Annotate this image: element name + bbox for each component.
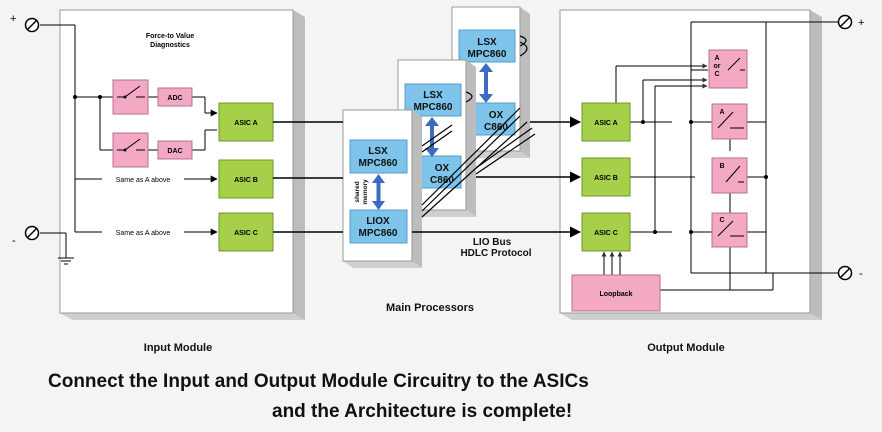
lio-bus-label-line1: LIO Bus	[473, 237, 512, 248]
input-plus-terminal	[24, 17, 40, 33]
liox-processor	[349, 209, 408, 244]
input-switch-bottom	[112, 132, 149, 168]
bus-connections	[273, 116, 582, 238]
lsx-processor	[349, 139, 408, 174]
input-asic-b-label: ASIC B	[234, 177, 258, 184]
input-minus-label: -	[12, 235, 16, 247]
switch-a-or-c-label-1: A	[714, 55, 719, 62]
shared-memory-label-1: shared	[354, 181, 361, 202]
input-asic-c-label: ASIC C	[234, 230, 258, 237]
output-asic-a	[581, 102, 631, 142]
cross-links	[421, 35, 536, 218]
output-module-title: Output Module	[647, 342, 725, 354]
same-as-a-label-c: Same as A above	[116, 230, 171, 237]
liox-label-line1: LIOX	[366, 216, 390, 227]
lsx-label-line2: MPC860	[359, 158, 398, 169]
diagram-canvas: Force-to Value Diagnostics ADC DAC ASIC …	[10, 6, 864, 354]
switch-a-or-c-label-2: or	[714, 63, 721, 70]
liox-label-line2: MPC860	[359, 228, 398, 239]
switch-a-or-c-label-3: C	[714, 71, 719, 78]
lio-bus-label-line2: HDLC Protocol	[460, 248, 531, 259]
output-plus-label: +	[858, 17, 864, 29]
back-ox-label-line1: OX	[489, 110, 504, 121]
diagnostics-title-line1: Force-to Value	[146, 33, 194, 40]
dac-block	[157, 140, 193, 160]
shared-memory-label-2: memory	[362, 179, 369, 205]
output-switch-a	[711, 103, 748, 140]
input-asic-a	[218, 102, 274, 142]
output-minus-terminal	[837, 265, 853, 281]
main-processors-title: Main Processors	[386, 302, 474, 314]
diagnostics-title-line2: Diagnostics	[150, 42, 190, 49]
loopback-block	[571, 274, 661, 312]
input-plus-label: +	[10, 13, 16, 25]
middle-lsx-label-line1: LSX	[423, 90, 443, 101]
switch-a-label: A	[719, 109, 724, 116]
input-module-title: Input Module	[144, 342, 212, 354]
loopback-label: Loopback	[599, 291, 632, 298]
middle-ox-label-line2: C860	[430, 175, 454, 186]
back-ox-label-line2: C860	[484, 122, 508, 133]
output-asic-a-label: ASIC A	[594, 120, 617, 127]
output-minus-label: -	[859, 268, 863, 280]
output-asic-b-label: ASIC B	[594, 175, 618, 182]
output-wiring	[601, 21, 838, 291]
output-switch-a-or-c	[708, 49, 748, 89]
input-minus-terminal	[24, 225, 40, 241]
switch-b-label: B	[719, 163, 724, 170]
output-asic-c	[581, 212, 631, 252]
input-asic-a-label: ASIC A	[234, 120, 257, 127]
shared-memory-arrow-front	[372, 174, 385, 210]
lsx-label-line1: LSX	[368, 146, 388, 157]
input-asic-b	[218, 159, 274, 199]
adc-label: ADC	[167, 95, 182, 102]
output-asic-c-label: ASIC C	[594, 230, 618, 237]
output-switch-c	[711, 212, 748, 248]
adc-block	[157, 87, 193, 107]
caption-line-2: and the Architecture is complete!	[272, 401, 573, 422]
switch-c-label: C	[719, 217, 724, 224]
output-switch-b	[711, 157, 748, 194]
middle-ox-label-line1: OX	[435, 163, 450, 174]
dac-label: DAC	[167, 148, 182, 155]
output-asic-b	[581, 157, 631, 197]
input-asic-c	[218, 212, 274, 252]
same-as-a-label-b: Same as A above	[116, 177, 171, 184]
input-switch-top	[112, 79, 149, 115]
shared-memory-arrow-middle	[425, 117, 439, 157]
processor-stack-front	[342, 109, 422, 268]
output-plus-terminal	[837, 14, 853, 30]
back-lsx-label-line2: MPC860	[468, 49, 507, 60]
input-wiring	[40, 24, 218, 265]
shared-memory-arrow-back	[479, 63, 493, 103]
caption-line-1: Connect the Input and Output Module Circ…	[48, 371, 589, 392]
back-lsx-label-line1: LSX	[477, 37, 497, 48]
middle-lsx-label-line2: MPC860	[414, 102, 453, 113]
